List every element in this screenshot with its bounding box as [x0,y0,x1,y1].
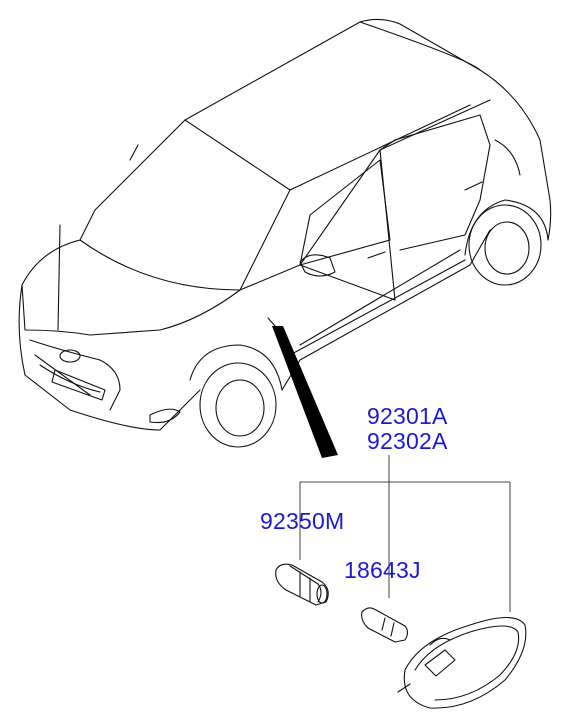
part-number-side-repeater-lh[interactable]: 92301A [367,403,448,429]
socket-part-icon[interactable] [275,563,329,606]
car-outline-icon [18,18,552,448]
part-number-bulb[interactable]: 18643J [344,557,421,583]
location-pointer [272,326,338,458]
part-number-side-repeater-rh[interactable]: 92302A [367,428,448,454]
side-repeater-lamp-icon[interactable] [397,616,527,709]
bulb-part-icon[interactable] [361,607,409,643]
part-number-socket[interactable]: 92350M [260,508,345,534]
leader-lines [299,455,511,612]
